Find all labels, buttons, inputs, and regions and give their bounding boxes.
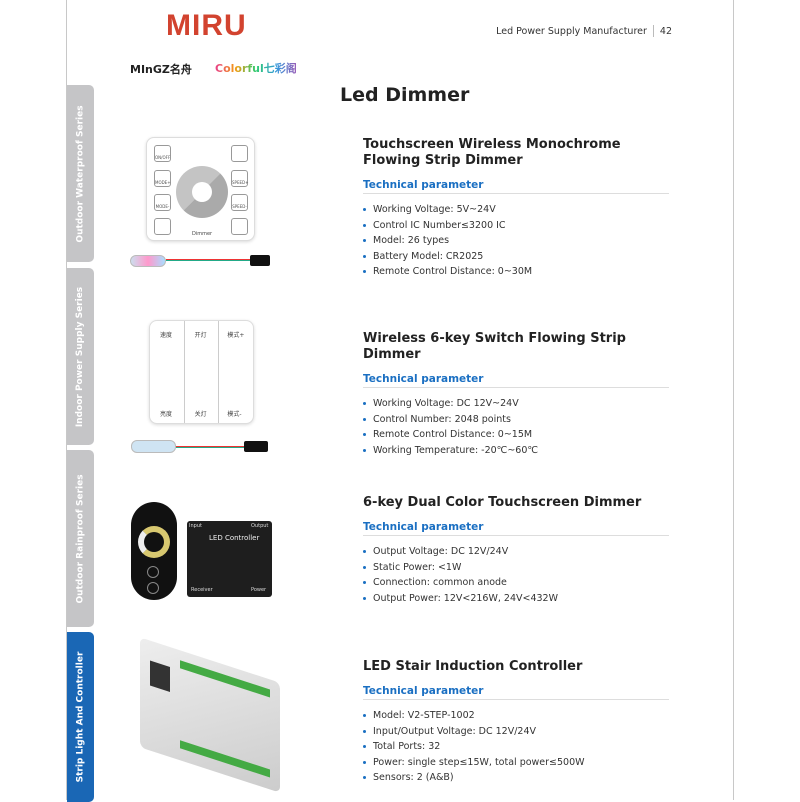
receiver-label: Receiver [191, 587, 213, 593]
input-label: Input [189, 523, 202, 529]
spec-list: Output Voltage: DC 12V/24V Static Power:… [363, 544, 669, 606]
power-label: Power [251, 587, 267, 593]
mode-button-graphic: MODE+ [154, 170, 171, 187]
spec-list: Working Voltage: 5V~24V Control IC Numbe… [363, 202, 669, 280]
connector-graphic [150, 660, 170, 693]
touchscreen-dimmer-image: ON/OFF MODE+ MODE- SPEED+ SPEED- Dimmer [146, 137, 255, 241]
cable-image [176, 446, 246, 449]
colorful-brand-logo: Colorful七彩阁 [215, 62, 297, 75]
spec-item: Remote Control Distance: 0~30M [363, 264, 669, 280]
remote-control-image [131, 502, 177, 600]
spec-item: Working Temperature: -20℃~60℃ [363, 443, 669, 459]
spec-item: Working Voltage: DC 12V~24V [363, 396, 669, 412]
product-section-six-key-switch: Wireless 6-key Switch Flowing Strip Dimm… [363, 331, 669, 458]
spec-item: Model: 26 types [363, 233, 669, 249]
side-tab-outdoor-waterproof[interactable]: Outdoor Waterproof Series [67, 85, 94, 262]
key-label: 亮度 [160, 411, 173, 418]
page-header: Led Power Supply Manufacturer 42 [496, 25, 672, 37]
technical-parameter-heading: Technical parameter [363, 521, 669, 536]
product-title: 6-key Dual Color Touchscreen Dimmer [363, 495, 642, 510]
product-section-stair-controller: LED Stair Induction Controller Technical… [363, 659, 669, 786]
side-tab-indoor-power-supply[interactable]: Indoor Power Supply Series [67, 268, 94, 445]
speed-button-graphic: SPEED+ [231, 170, 248, 187]
spec-item: Battery Model: CR2025 [363, 249, 669, 265]
spec-item: Output Power: 12V<216W, 24V<432W [363, 591, 669, 607]
spec-item: Sensors: 2 (A&B) [363, 770, 669, 786]
key-label: 关灯 [194, 411, 207, 418]
side-tab-outdoor-rainproof[interactable]: Outdoor Rainproof Series [67, 450, 94, 627]
speed-button-graphic: SPEED- [231, 194, 248, 211]
key-label: 开灯 [194, 332, 207, 339]
output-label: Output [251, 523, 269, 529]
page-right-border [733, 0, 734, 800]
stair-controller-image [140, 637, 280, 793]
power-button-graphic: ON/OFF [154, 145, 171, 162]
spec-item: Remote Control Distance: 0~15M [363, 427, 669, 443]
tagline: Led Power Supply Manufacturer [496, 25, 647, 37]
technical-parameter-heading: Technical parameter [363, 179, 669, 194]
mode-button-graphic: MODE- [154, 194, 171, 211]
page-number: 42 [659, 25, 672, 37]
spec-item: Model: V2-STEP-1002 [363, 708, 669, 724]
button-graphic [147, 582, 159, 594]
technical-parameter-heading: Technical parameter [363, 373, 669, 388]
key-label: 速度 [160, 332, 173, 339]
spec-item: Static Power: <1W [363, 560, 669, 576]
spec-list: Working Voltage: DC 12V~24V Control Numb… [363, 396, 669, 458]
miru-logo: MIRU [166, 9, 247, 42]
led-controller-image: Input Output LED Controller Receiver Pow… [187, 521, 272, 597]
button-graphic [231, 145, 248, 162]
spec-item: Control Number: 2048 points [363, 412, 669, 428]
side-tab-label: Outdoor Rainproof Series [75, 473, 86, 604]
mingz-brand-logo: MInGZ名舟 [130, 63, 192, 76]
controller-chip-image [130, 255, 166, 267]
terminal-block-graphic [180, 660, 270, 698]
side-tab-strip-light-controller[interactable]: Strip Light And Controller [67, 632, 94, 802]
spec-item: Working Voltage: 5V~24V [363, 202, 669, 218]
product-title: Wireless 6-key Switch Flowing Strip Dimm… [363, 331, 626, 362]
product-section-dual-color-dimmer: 6-key Dual Color Touchscreen Dimmer Tech… [363, 495, 669, 606]
side-tab-label: Indoor Power Supply Series [75, 286, 86, 427]
terminal-block-graphic [180, 740, 270, 778]
cable-image [166, 259, 252, 262]
button-graphic [147, 566, 159, 578]
page-title: Led Dimmer [340, 84, 470, 106]
key-label: 模式- [227, 411, 242, 418]
technical-parameter-heading: Technical parameter [363, 685, 669, 700]
product-section-touchscreen-dimmer: Touchscreen Wireless Monochrome Flowing … [363, 137, 669, 280]
six-key-switch-image: 速度亮度 开灯关灯 模式+ 模式- [149, 320, 254, 424]
color-wheel-graphic [138, 526, 170, 558]
key-label: 模式+ [227, 332, 245, 339]
product-title: Touchscreen Wireless Monochrome Flowing … [363, 137, 621, 168]
controller-chip-image [131, 440, 176, 453]
touch-ring-graphic [176, 166, 228, 218]
controller-label: LED Controller [209, 534, 260, 542]
side-tab-label: Strip Light And Controller [75, 651, 86, 783]
side-tab-label: Outdoor Waterproof Series [75, 104, 86, 243]
connector-image [244, 441, 268, 452]
spec-item: Power: single step≤15W, total power≤500W [363, 755, 669, 771]
spec-list: Model: V2-STEP-1002 Input/Output Voltage… [363, 708, 669, 786]
product-title: LED Stair Induction Controller [363, 659, 583, 674]
brightness-button-graphic [231, 218, 248, 235]
spec-item: Control IC Number≤3200 IC [363, 218, 669, 234]
panel-label: Dimmer [192, 231, 213, 237]
spec-item: Input/Output Voltage: DC 12V/24V [363, 724, 669, 740]
spec-item: Connection: common anode [363, 575, 669, 591]
mode-button-graphic [154, 218, 171, 235]
spec-item: Output Voltage: DC 12V/24V [363, 544, 669, 560]
divider [652, 25, 654, 37]
spec-item: Total Ports: 32 [363, 739, 669, 755]
connector-image [250, 255, 270, 266]
page-left-border [66, 0, 67, 800]
